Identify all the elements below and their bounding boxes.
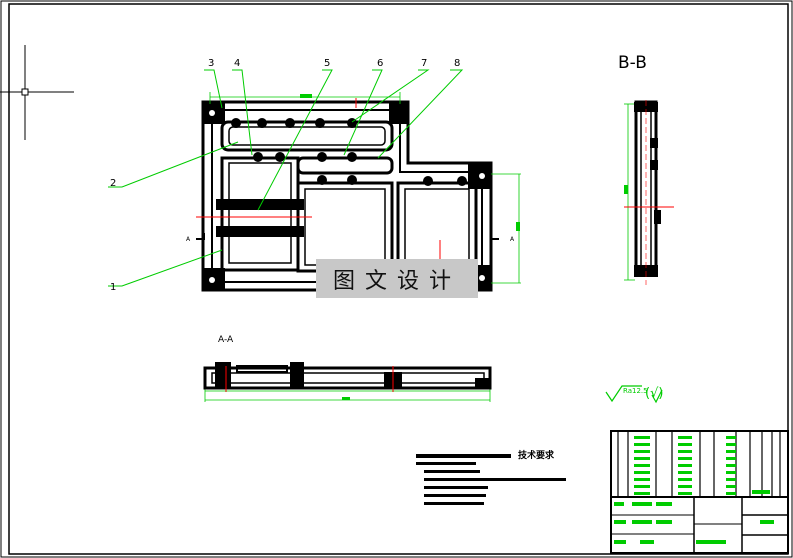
crosshair-cursor	[0, 45, 74, 140]
roughness-suffix: (√)	[645, 386, 664, 401]
view-marker-left: A	[186, 236, 191, 243]
balloon-5: 5	[324, 58, 331, 69]
balloon-7: 7	[421, 58, 428, 69]
balloon-3: 3	[208, 58, 215, 69]
balloon-4: 4	[234, 58, 241, 69]
dimension-values	[300, 94, 628, 400]
section-bb-label: B-B	[618, 53, 647, 73]
dimension-lines	[204, 92, 635, 402]
section-bb-view	[624, 100, 674, 285]
title-block	[610, 430, 789, 554]
section-aa-label: A-A	[218, 335, 234, 345]
tech-requirements	[416, 454, 566, 505]
roughness-value: Ra12.5	[623, 387, 648, 395]
section-aa-view	[203, 362, 492, 392]
balloon-6: 6	[377, 58, 384, 69]
balloon-2: 2	[110, 178, 117, 189]
balloon-8: 8	[454, 58, 461, 69]
balloon-1: 1	[110, 282, 117, 293]
view-marker-right: A	[510, 236, 515, 243]
leader-lines	[108, 69, 464, 287]
roughness-symbol-icon	[605, 385, 642, 403]
tech-requirements-title: 技术要求	[518, 451, 555, 461]
roughness-check-icon	[651, 389, 663, 404]
watermark: 图文设计	[316, 259, 478, 298]
inner-border	[8, 3, 789, 555]
